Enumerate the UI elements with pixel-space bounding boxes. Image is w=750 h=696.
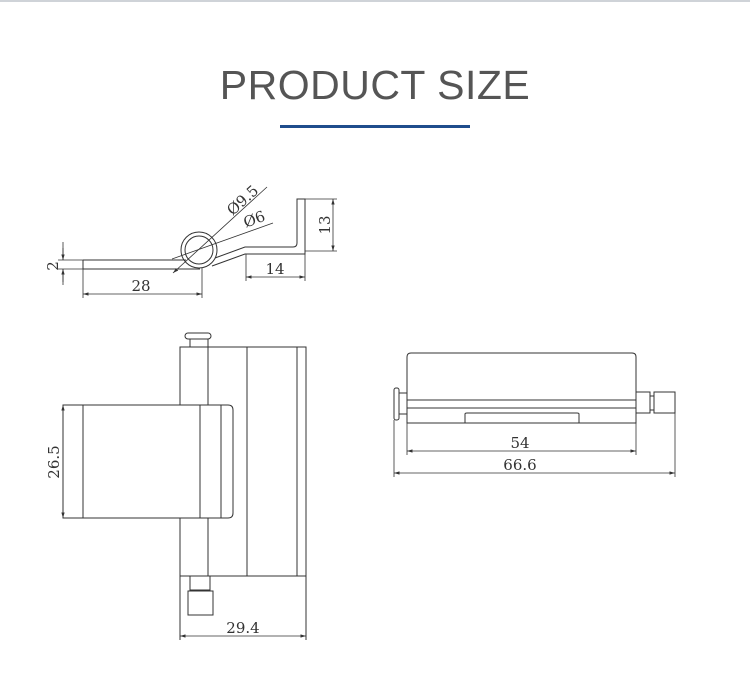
pin-cap-left <box>393 387 400 421</box>
top-border <box>0 0 750 2</box>
pin-bottom <box>189 575 211 591</box>
top-view: 2 28 Ø9.5 Ø6 14 13 <box>44 181 337 298</box>
dim-leaf-length: 28 <box>131 277 150 295</box>
side-view: 54 66.6 <box>393 352 676 477</box>
page-title: PRODUCT SIZE <box>219 62 531 108</box>
dim-leaf-height: 26.5 <box>45 445 63 478</box>
dim-offset-height: 13 <box>316 215 334 234</box>
offset-leaf-profile <box>211 198 306 267</box>
front-view: 26.5 29.4 <box>45 332 307 640</box>
title-underline <box>280 125 470 128</box>
dim-inner-diameter: Ø6 <box>241 207 268 231</box>
hinge-leaf <box>62 404 234 519</box>
knuckle-outer <box>180 231 218 269</box>
leaf-profile <box>82 259 200 270</box>
dim-side-leaf-length: 54 <box>510 434 529 452</box>
pin-right <box>635 391 651 414</box>
dim-thickness: 2 <box>44 261 62 271</box>
pin-cap-top <box>184 332 212 340</box>
dim-width: 29.4 <box>226 619 259 637</box>
knuckle-inner <box>184 235 214 265</box>
dim-overall-length: 66.6 <box>503 456 536 474</box>
dim-offset-length: 14 <box>265 260 284 278</box>
side-leaf <box>406 352 637 424</box>
